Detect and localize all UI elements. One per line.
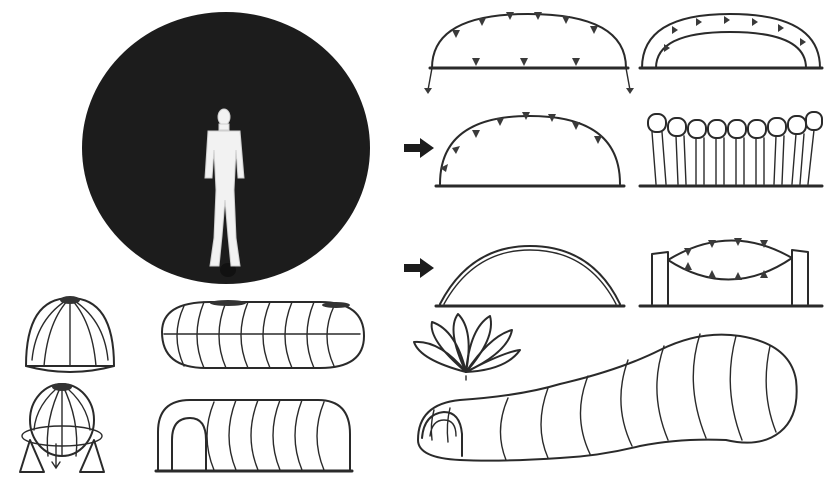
open-ribbed-tunnel: [156, 400, 352, 471]
cushion-between-supports: [640, 238, 822, 306]
segmented-tunnel-structure: [418, 334, 797, 461]
wind-load-on-low-dome: [404, 246, 624, 306]
row-of-inflated-tubes: [640, 112, 822, 186]
wind-arrow-icon: [404, 258, 434, 278]
wind-arrow-icon: [404, 138, 434, 158]
flower-shaped-cluster: [414, 314, 520, 380]
arch-with-radial-load-arrows: [424, 12, 634, 94]
ribbed-vault: [162, 300, 364, 368]
ribbed-dome: [26, 296, 114, 372]
ribbed-sphere-with-legs: [20, 383, 104, 472]
dark-sphere-group: [82, 12, 370, 284]
double-membrane-arch: [640, 14, 822, 68]
wind-load-on-arch: [404, 112, 624, 186]
